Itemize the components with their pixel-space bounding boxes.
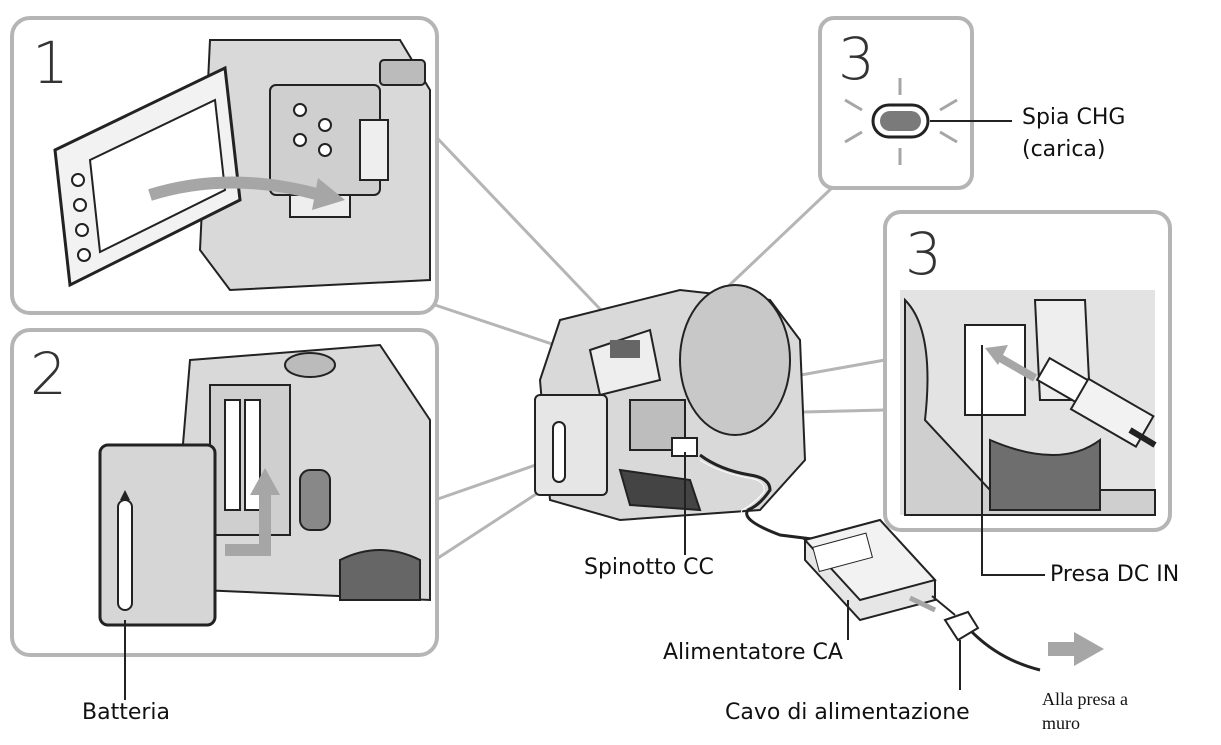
label-spinotto-cc: Spinotto CC [584, 555, 714, 580]
ac-adapter [803, 518, 937, 640]
label-presa-dc-in: Presa DC IN [1050, 562, 1180, 587]
label-cavo-alimentazione: Cavo di alimentazione [725, 700, 970, 725]
power-cord [908, 595, 1104, 690]
panel-3-plug [883, 210, 1172, 576]
label-alla-presa-line2: muro [1042, 713, 1080, 733]
step-number-1: 1 [32, 29, 69, 97]
panel-1 [10, 16, 439, 315]
step-number-3-led: 3 [838, 25, 875, 93]
label-alimentatore-ca: Alimentatore CA [663, 640, 843, 665]
panel-3-led [818, 16, 1012, 190]
step-number-3-plug: 3 [905, 220, 942, 288]
label-spia-carica: (carica) [1022, 137, 1106, 162]
label-spia-chg: Spia CHG [1022, 105, 1126, 130]
step-number-2: 2 [30, 340, 67, 408]
label-batteria: Batteria [82, 700, 170, 725]
camcorder-center [534, 284, 821, 555]
label-alla-presa-line1: Alla presa a [1042, 689, 1128, 709]
panel-2 [10, 328, 439, 657]
